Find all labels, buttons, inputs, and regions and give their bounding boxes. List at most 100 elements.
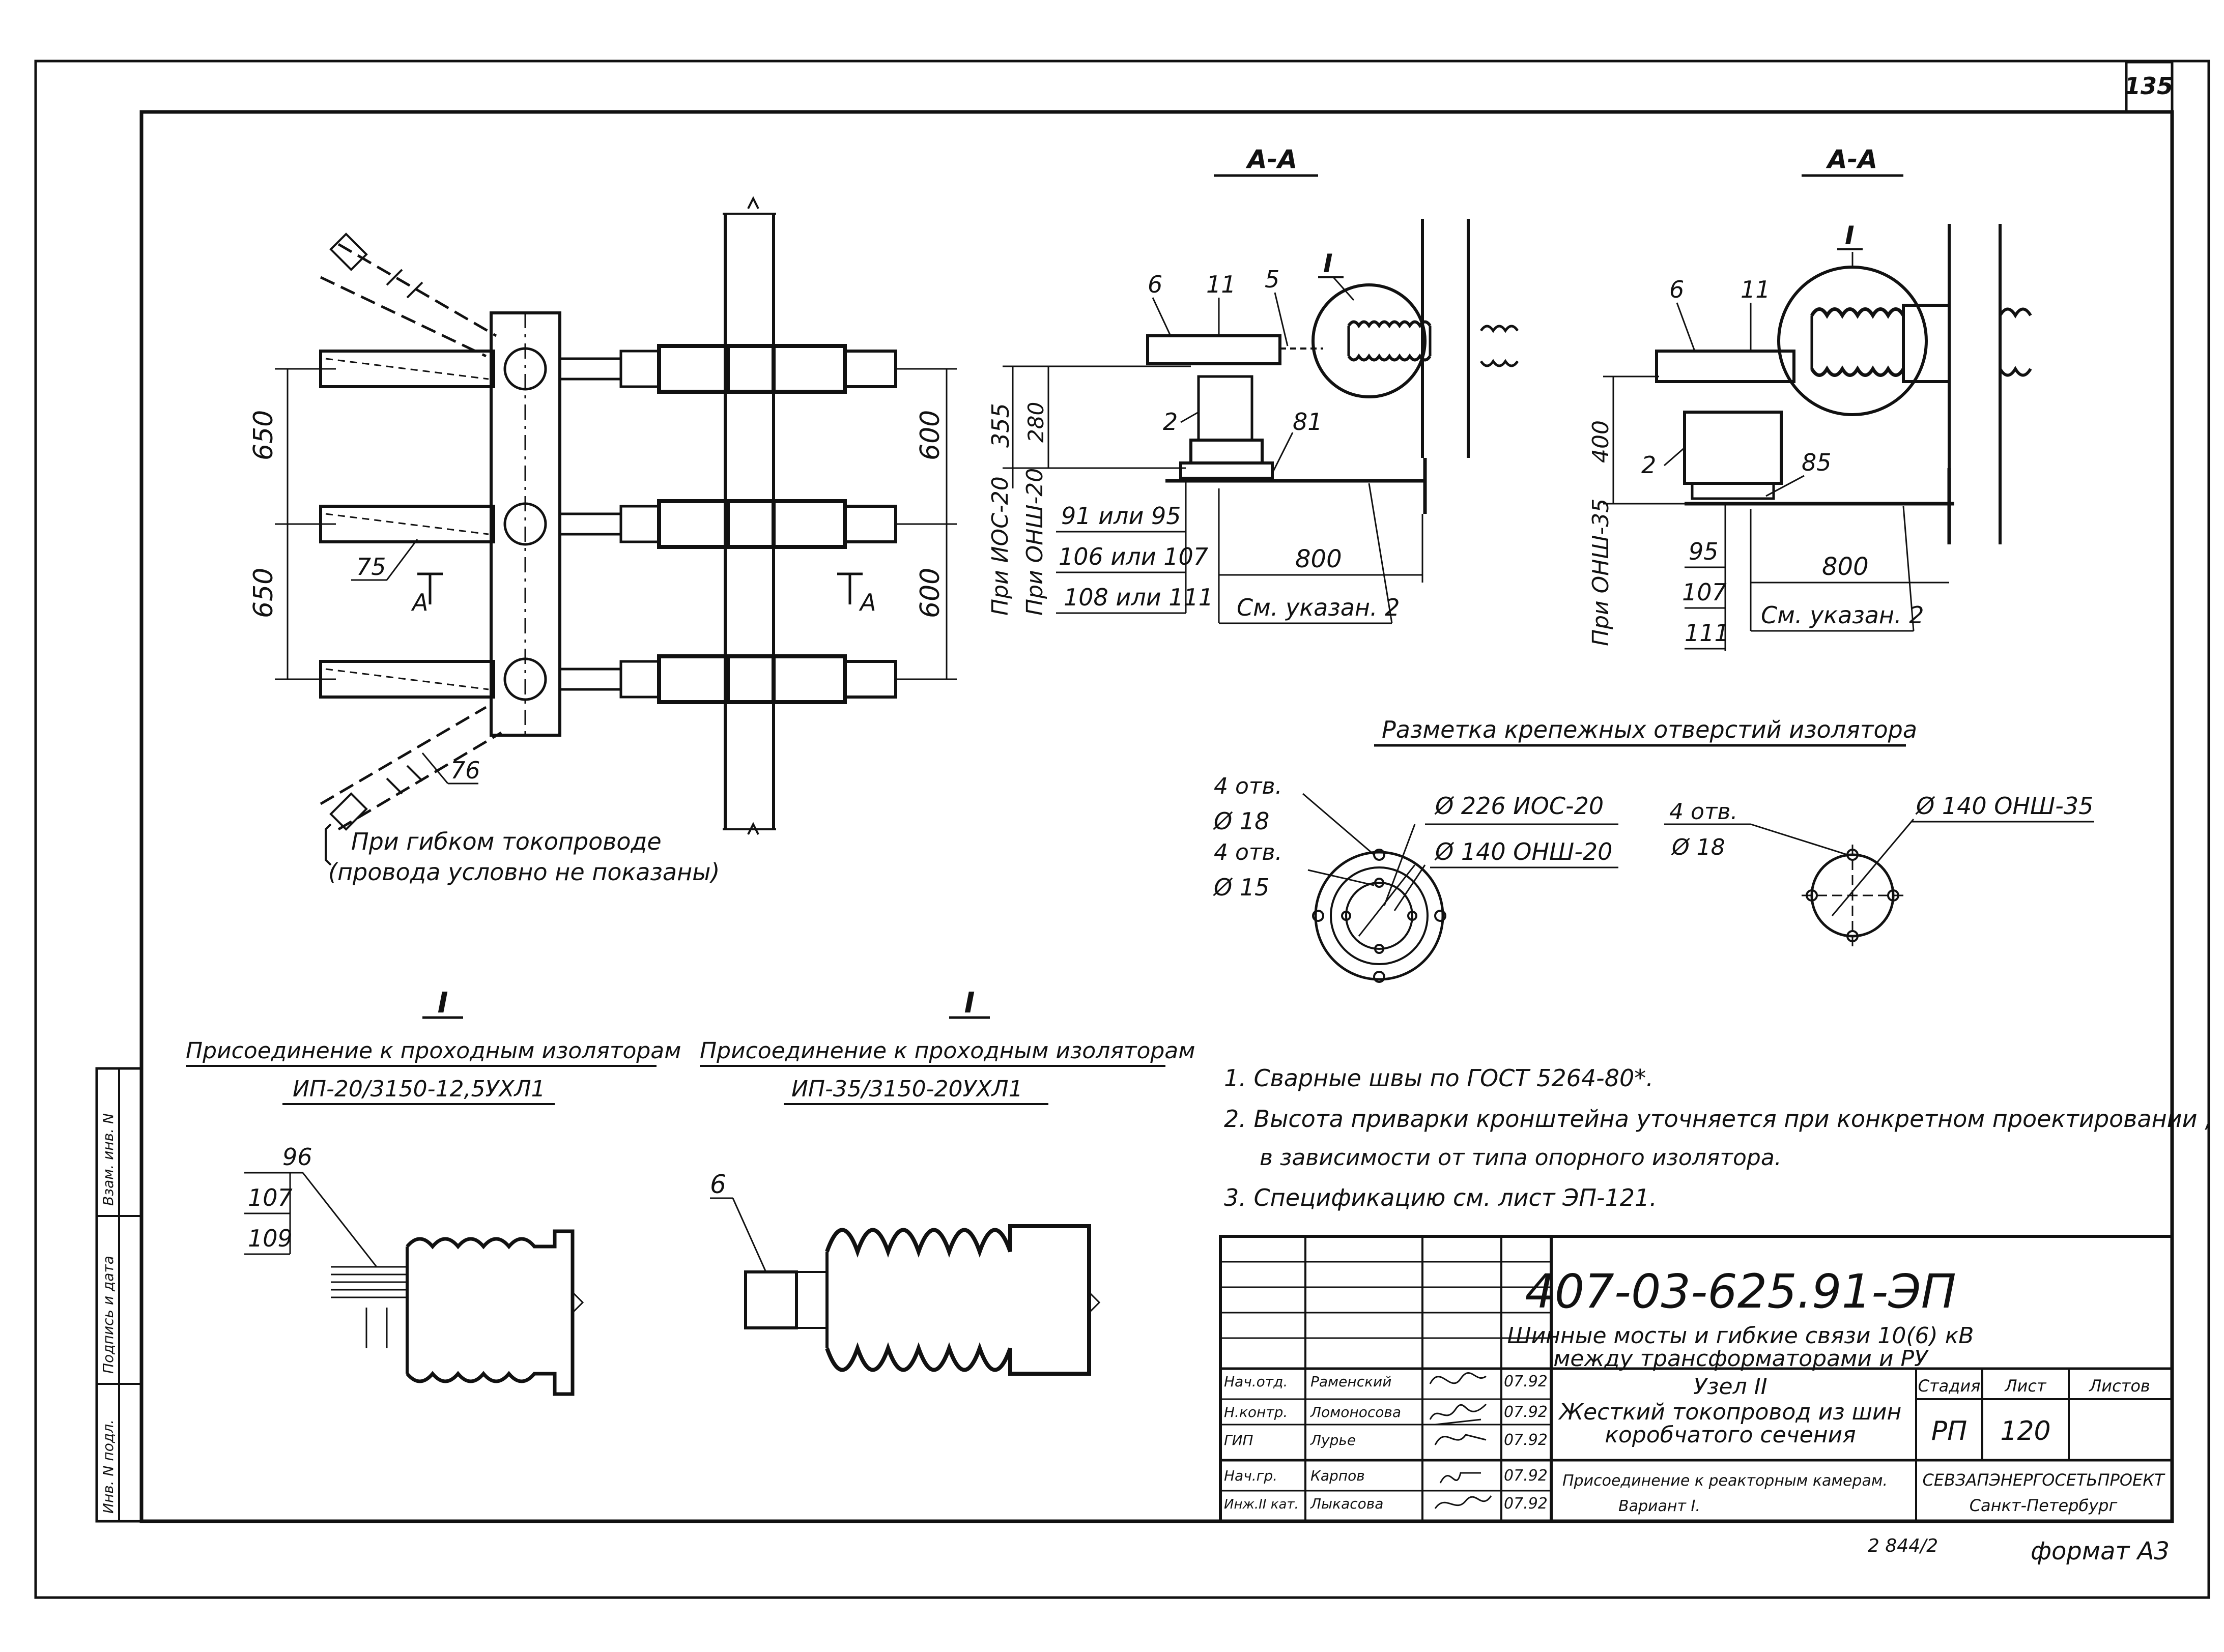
- section-right-dim-400: 400: [1588, 420, 1614, 463]
- tb-org-2: Санкт-Петербург: [1970, 1496, 2118, 1515]
- section-left-ref-2: 106 или 107: [1059, 543, 1208, 570]
- signature-5: [1434, 1495, 1492, 1509]
- section-left-pos-81: 81: [1293, 408, 1323, 436]
- detail-2-title: Присоединение к проходным изоляторам: [700, 1038, 1195, 1064]
- section-right-ref-1: 95: [1689, 538, 1719, 565]
- section-aa-right: А-А I 6 11 2 85 400 При ОНШ-35: [1588, 144, 2032, 651]
- sheet-number: 135: [2124, 72, 2173, 100]
- flexible-note-2: (провода условно не показаны): [328, 858, 720, 886]
- section-right-pos-6: 6: [1669, 276, 1684, 303]
- inner-frame: [139, 110, 2174, 1523]
- hole-right-dia-18: Ø 18: [1671, 834, 1725, 860]
- section-left-ref-3: 108 или 111: [1064, 584, 1213, 611]
- staff-name-1: Раменский: [1310, 1373, 1391, 1390]
- staff-name-3: Лурье: [1310, 1432, 1356, 1448]
- detail-1-ref-96: 96: [282, 1143, 312, 1171]
- section-mark-right: А: [859, 589, 876, 616]
- staff-date-1: 07.92: [1504, 1373, 1548, 1390]
- detail-1-ref-107: 107: [248, 1184, 293, 1211]
- tb-sheet: 120: [2000, 1416, 2050, 1446]
- detail-2-ref-6: 6: [710, 1170, 726, 1199]
- section-left-dim-280: 280: [1023, 402, 1048, 443]
- staff-role-2: Н.контр.: [1224, 1404, 1288, 1421]
- section-left-note-ref: См. указан. 2: [1237, 594, 1400, 621]
- note-2: 2. Высота приварки кронштейна уточняется…: [1224, 1105, 2212, 1133]
- signature-3: [1434, 1434, 1487, 1445]
- section-left-vertical-2: При ОНШ-20: [1022, 468, 1048, 616]
- tb-node-desc-2: коробчатого сечения: [1605, 1422, 1856, 1448]
- stamp-replacement-label: Взам. инв. N: [100, 1113, 117, 1206]
- format-label: формат А3: [2031, 1537, 2170, 1566]
- section-left-vertical-1: При ИОС-20: [987, 476, 1013, 616]
- tb-sheet-desc-1: Присоединение к реакторным камерам.: [1562, 1472, 1888, 1490]
- section-left-detail-mark: I: [1323, 249, 1333, 278]
- plan-dim-650-upper: 650: [248, 410, 279, 460]
- tb-project-2: между трансформаторами и РУ: [1553, 1346, 1929, 1372]
- plan-dim-600-lower: 600: [915, 568, 946, 618]
- detail-1-ref-109: 109: [248, 1225, 293, 1252]
- section-left-pos-5: 5: [1265, 266, 1279, 293]
- hole-marking: Разметка крепежных отверстий изолятора 4…: [1213, 716, 2094, 983]
- copy-number: 2 844/2: [1868, 1535, 1938, 1556]
- section-right-vertical: При ОНШ-35: [1588, 499, 1614, 646]
- title-block: 407-03-625.91-ЭП Шинные мосты и гибкие с…: [1219, 1235, 2174, 1523]
- hole-left-dia-15: Ø 15: [1213, 874, 1269, 901]
- notes: 1. Сварные швы по ГОСТ 5264-80*. 2. Высо…: [1224, 1064, 2212, 1211]
- hole-left-count-1: 4 отв.: [1214, 773, 1282, 799]
- stamp-signature-label: Подпись и дата: [100, 1256, 117, 1374]
- sheet-number-box: [2125, 61, 2174, 113]
- staff-date-3: 07.92: [1504, 1431, 1548, 1449]
- section-mark-left: А: [411, 589, 428, 616]
- hole-left-count-2: 4 отв.: [1214, 839, 1282, 865]
- tb-node: Узел II: [1693, 1374, 1767, 1400]
- tb-designation: 407-03-625.91-ЭП: [1525, 1264, 1956, 1319]
- callout-75: 75: [356, 553, 386, 581]
- hole-left-ios20: Ø 226 ИОС-20: [1434, 792, 1604, 820]
- section-left-dim-355: 355: [987, 403, 1014, 448]
- hole-left-dia-18: Ø 18: [1213, 807, 1269, 835]
- note-3: 3. Спецификацию см. лист ЭП-121.: [1224, 1184, 1657, 1211]
- hole-right-onsh35: Ø 140 ОНШ-35: [1915, 792, 2093, 820]
- section-left-pos-2: 2: [1163, 408, 1178, 436]
- hole-marking-title: Разметка крепежных отверстий изолятора: [1382, 716, 1917, 743]
- detail-2-mark: I: [964, 987, 975, 1020]
- section-right-detail-mark: I: [1845, 221, 1855, 250]
- tb-stage: РП: [1931, 1416, 1967, 1446]
- tb-sheet-desc-2: Вариант I.: [1618, 1497, 1700, 1515]
- detail-1-title: Присоединение к проходным изоляторам: [186, 1038, 681, 1064]
- side-stamp: Взам. инв. N Подпись и дата Инв. N подл.: [95, 1067, 143, 1523]
- section-right-ref-2: 107: [1682, 578, 1727, 606]
- detail-1-mark: I: [438, 987, 448, 1020]
- tb-sheets-label: Листов: [2089, 1376, 2150, 1396]
- note-2-continued: в зависимости от типа опорного изолятора…: [1260, 1145, 1782, 1171]
- section-aa-left-title: А-А: [1245, 144, 1297, 174]
- staff-date-2: 07.92: [1504, 1403, 1548, 1421]
- staff-role-4: Нач.гр.: [1224, 1467, 1277, 1484]
- section-aa-left: А-А I 6 11 5 2 81: [987, 144, 1519, 624]
- note-1: 1. Сварные швы по ГОСТ 5264-80*.: [1224, 1064, 1653, 1092]
- plan-view: 650 650 600 600 А А 75 76 При гибком ток…: [248, 196, 957, 886]
- tb-project-1: Шинные мосты и гибкие связи 10(6) кВ: [1507, 1323, 1974, 1349]
- signature-2: [1429, 1403, 1487, 1426]
- section-left-pos-6: 6: [1148, 271, 1162, 298]
- staff-date-5: 07.92: [1504, 1495, 1548, 1513]
- section-left-dim-800: 800: [1295, 545, 1342, 573]
- staff-role-3: ГИП: [1224, 1432, 1253, 1448]
- hole-right-count: 4 отв.: [1669, 799, 1737, 825]
- stamp-inventory-label: Инв. N подл.: [100, 1419, 117, 1514]
- hole-left-onsh20: Ø 140 ОНШ-20: [1434, 838, 1612, 865]
- plan-dim-650-lower: 650: [248, 568, 279, 618]
- signature-1: [1429, 1372, 1487, 1384]
- section-right-pos-11: 11: [1741, 276, 1771, 303]
- plan-dim-600-upper: 600: [915, 410, 946, 460]
- section-left-pos-11: 11: [1206, 271, 1236, 298]
- staff-role-1: Нач.отд.: [1224, 1373, 1288, 1390]
- staff-role-5: Инж.II кат.: [1224, 1497, 1299, 1512]
- staff-name-4: Карпов: [1310, 1467, 1365, 1484]
- detail-ip20: I Присоединение к проходным изоляторам И…: [186, 987, 681, 1396]
- section-right-ref-3: 111: [1685, 619, 1729, 647]
- staff-name-2: Ломоносова: [1310, 1404, 1401, 1421]
- tb-org-1: СЕВЗАПЭНЕРГОСЕТЬПРОЕКТ: [1922, 1470, 2165, 1490]
- outer-frame: [34, 60, 2210, 1599]
